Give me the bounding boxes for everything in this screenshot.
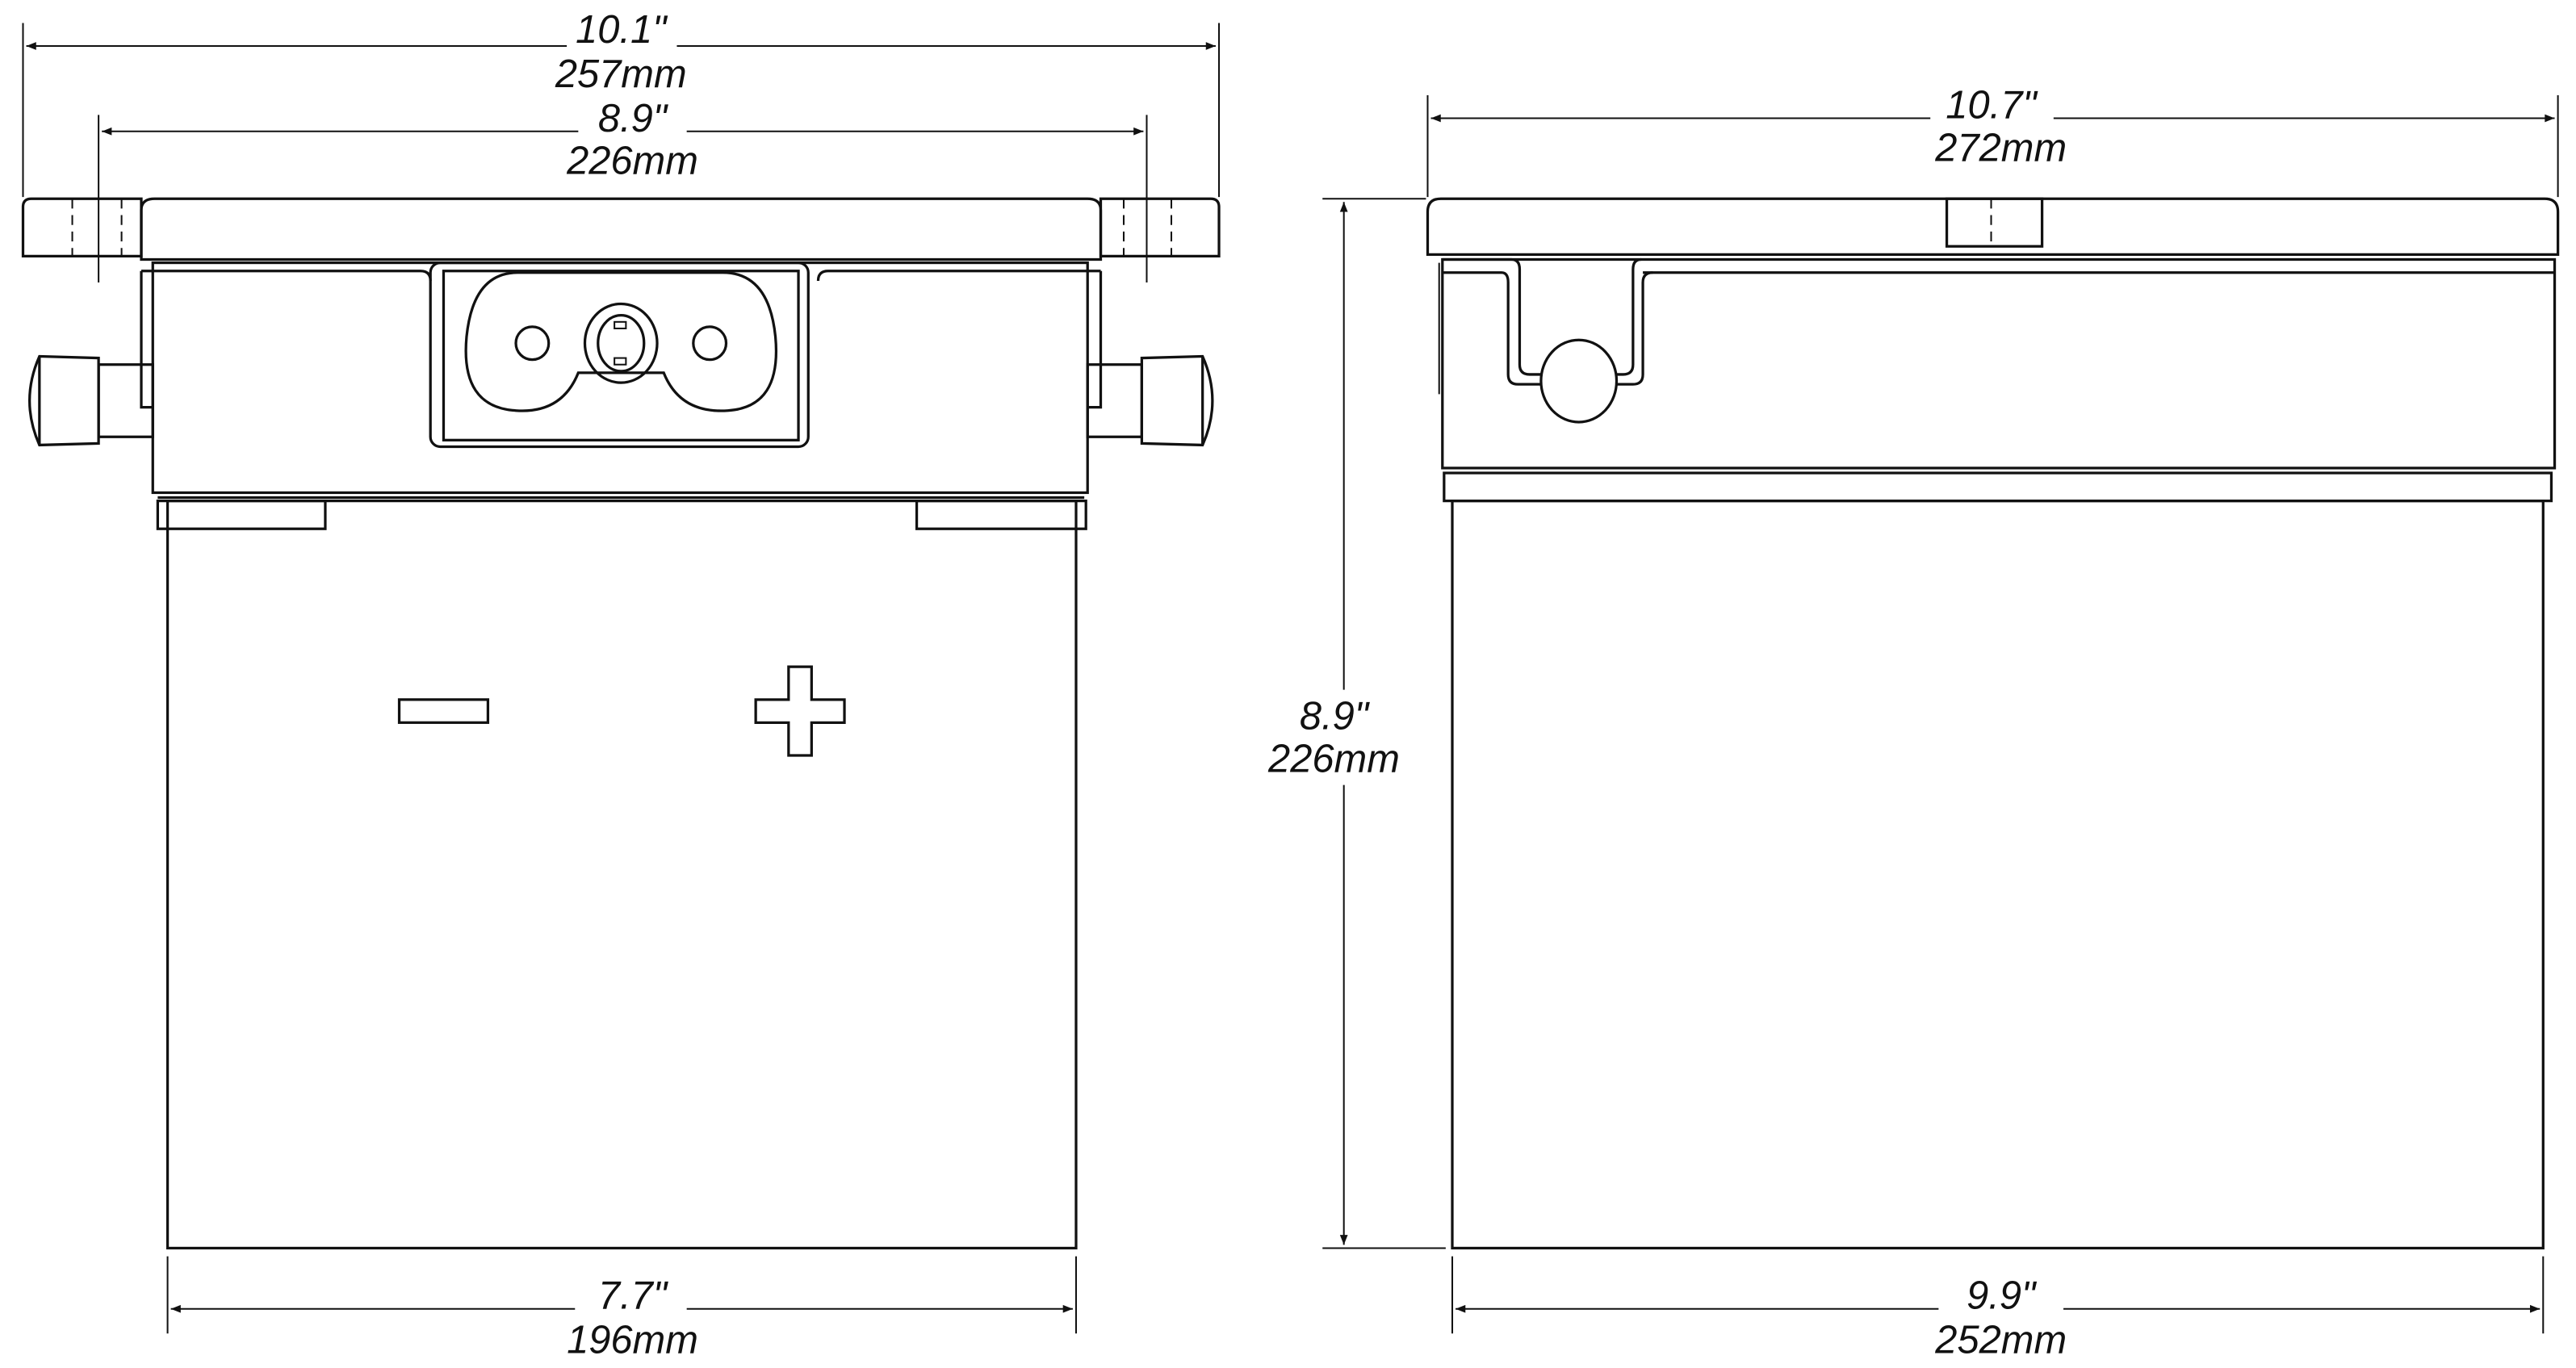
socket-pin-right (692, 325, 728, 362)
body-length-mm: 252mm (1934, 1319, 2067, 1362)
battery-body-side (1443, 471, 2553, 1250)
body-width-mm: 196mm (567, 1319, 698, 1362)
overall-length-mm: 272mm (1934, 126, 2067, 169)
battery-body-front (156, 496, 1087, 1250)
housing (140, 261, 1103, 495)
overall-width-dimension: 10.1" 257mm (22, 8, 1221, 198)
socket-pin-left (514, 325, 551, 362)
height-dimension: 8.9" 226mm (1267, 198, 1446, 1249)
mount-spacing-dimension: 8.9" 226mm (98, 97, 1148, 282)
terminal-knob-left (28, 354, 154, 447)
mount-spacing-mm: 226mm (566, 140, 698, 183)
overall-length-dimension: 10.7" 272mm (1426, 84, 2559, 198)
lid (21, 197, 1221, 261)
height-inches: 8.9" (1300, 694, 1371, 738)
body-length-dimension: 9.9" 252mm (1451, 1256, 2545, 1362)
overall-length-inches: 10.7" (1946, 84, 2038, 128)
lid-side (1426, 197, 2560, 257)
socket-center-ring (583, 302, 659, 384)
body-length-inches: 9.9" (1967, 1274, 2038, 1318)
side-view: 10.7" 272mm 9.9" 25 (1426, 84, 2560, 1362)
mount-spacing-inches: 8.9" (598, 97, 669, 140)
minus-sign-icon (397, 698, 490, 724)
front-view: 10.1" 257mm 8.9" 226mm (21, 8, 1221, 1362)
overall-width-mm: 257mm (555, 52, 687, 96)
body-width-dimension: 7.7" 196mm (166, 1256, 1077, 1362)
terminal-knob-side (1539, 338, 1619, 424)
plus-sign-icon (754, 665, 846, 757)
terminal-knob-right (1086, 354, 1214, 447)
housing-side (1438, 257, 2557, 470)
body-width-inches: 7.7" (598, 1274, 669, 1318)
height-mm: 226mm (1267, 737, 1400, 780)
connector-socket (464, 271, 778, 412)
overall-width-inches: 10.1" (576, 8, 668, 52)
